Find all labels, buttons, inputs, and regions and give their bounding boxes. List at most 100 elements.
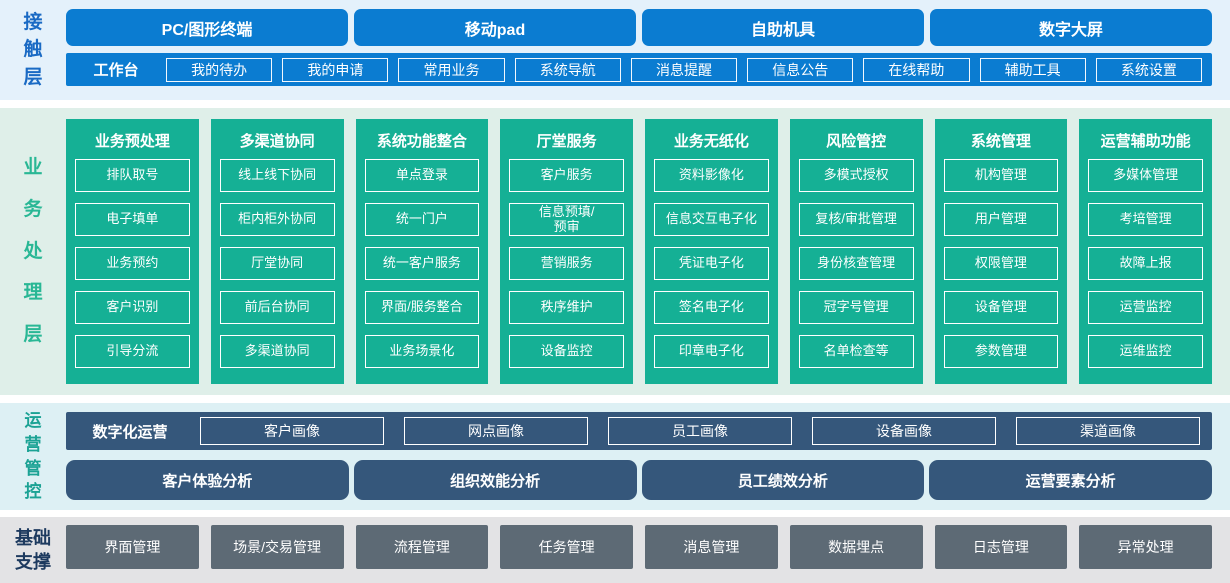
workbench-item: 系统导航	[514, 57, 621, 82]
module-block: 多渠道协同	[219, 335, 335, 368]
layer-label-operations-wrap: 运营管控	[0, 403, 66, 510]
analysis-row: 客户体验分析 组织效能分析 员工绩效分析 运营要素分析	[66, 460, 1212, 500]
column-title: 风险管控	[826, 133, 887, 150]
digital-ops-items: 客户画像 网点画像 员工画像 设备画像 渠道画像	[200, 417, 1200, 445]
workbench-items: 我的待办 我的申请 常用业务 系统导航 消息提醒 信息公告 在线帮助 辅助工具	[166, 57, 1202, 82]
device-block: 移动pad	[354, 9, 636, 46]
layer-operations: 运营管控 数字化运营 客户画像 网点画像 员工画像 设备画像 渠道画像	[0, 403, 1230, 510]
workbench-item: 常用业务	[398, 57, 505, 82]
business-column-ops-aux: 运营辅助功能 多媒体管理考培管理故障上报运营监控运维监控	[1079, 119, 1212, 384]
module-block: 运营监控	[1088, 291, 1203, 324]
module-block: 业务场景化	[364, 335, 480, 368]
column-title: 系统管理	[970, 133, 1031, 150]
module-block: 名单检查等	[798, 335, 914, 368]
column-items: 线上线下协同柜内柜外协同厅堂协同前后台协同多渠道协同	[219, 159, 335, 368]
foundation-block: 数据埋点	[789, 525, 923, 569]
module-block: 印章电子化	[654, 335, 769, 368]
business-column-multichannel: 多渠道协同 线上线下协同柜内柜外协同厅堂协同前后台协同多渠道协同	[210, 119, 344, 384]
workbench-item: 我的待办	[166, 57, 273, 82]
profile-block: 网点画像	[404, 417, 588, 445]
device-block: 自助机具	[642, 9, 924, 46]
layer-label-contact-wrap: 接触层	[0, 0, 66, 100]
column-items: 机构管理用户管理权限管理设备管理参数管理	[943, 159, 1059, 368]
business-column-lobby-service: 厅堂服务 客户服务信息预填/ 预审营销服务秩序维护设备监控	[500, 119, 633, 384]
module-block: 多媒体管理	[1088, 159, 1203, 192]
module-block: 参数管理	[943, 335, 1059, 368]
column-items: 单点登录统一门户统一客户服务界面/服务整合业务场景化	[364, 159, 480, 368]
module-block: 电子填单	[75, 203, 190, 236]
module-block: 排队取号	[75, 159, 190, 192]
module-block: 引导分流	[75, 335, 190, 368]
module-block: 客户服务	[509, 159, 624, 192]
module-block: 设备管理	[943, 291, 1059, 324]
workbench-item: 在线帮助	[863, 57, 970, 82]
profile-block: 客户画像	[200, 417, 384, 445]
workbench-label: 工作台	[93, 62, 139, 79]
profile-block: 员工画像	[608, 417, 792, 445]
business-column-pretreatment: 业务预处理 排队取号电子填单业务预约客户识别引导分流	[66, 119, 199, 384]
module-block: 凭证电子化	[654, 247, 769, 280]
module-block: 统一门户	[364, 203, 480, 236]
analysis-block: 运营要素分析	[929, 460, 1212, 500]
module-block: 客户识别	[75, 291, 190, 324]
device-block: PC/图形终端	[66, 9, 348, 46]
module-block: 业务预约	[75, 247, 190, 280]
module-block: 用户管理	[943, 203, 1059, 236]
column-items: 客户服务信息预填/ 预审营销服务秩序维护设备监控	[509, 159, 624, 368]
foundation-block: 消息管理	[645, 525, 778, 569]
analysis-block: 组织效能分析	[353, 460, 637, 500]
module-block: 故障上报	[1088, 247, 1203, 280]
module-block: 线上线下协同	[219, 159, 335, 192]
business-column-integration: 系统功能整合 单点登录统一门户统一客户服务界面/服务整合业务场景化	[355, 119, 489, 384]
module-block: 机构管理	[943, 159, 1059, 192]
profile-block: 渠道画像	[1016, 417, 1200, 445]
workbench-bar: 工作台 我的待办 我的申请 常用业务 系统导航 消息提醒 信息公告	[66, 53, 1212, 86]
module-block: 秩序维护	[509, 291, 624, 324]
layer-label-business-wrap: 业务处理层	[0, 108, 66, 395]
column-items: 多媒体管理考培管理故障上报运营监控运维监控	[1088, 159, 1203, 368]
workbench-item: 辅助工具	[979, 57, 1086, 82]
module-block: 界面/服务整合	[364, 291, 480, 324]
foundation-content: 界面管理 场景/交易管理 流程管理 任务管理 消息管理 数据埋点 日志管理 异常…	[66, 517, 1230, 583]
business-column-risk-control: 风险管控 多模式授权复核/审批管理身份核查管理冠字号管理名单检查等	[789, 119, 923, 384]
module-block: 冠字号管理	[798, 291, 914, 324]
digital-ops-bar: 数字化运营 客户画像 网点画像 员工画像 设备画像 渠道画像	[66, 412, 1212, 450]
device-row: PC/图形终端 移动pad 自助机具 数字大屏	[66, 9, 1212, 46]
column-title: 运营辅助功能	[1100, 133, 1191, 150]
analysis-block: 客户体验分析	[66, 460, 349, 500]
profile-block: 设备画像	[812, 417, 996, 445]
column-items: 资料影像化信息交互电子化凭证电子化签名电子化印章电子化	[654, 159, 769, 368]
workbench-item: 消息提醒	[630, 57, 738, 82]
column-title: 业务无纸化	[673, 133, 749, 150]
business-columns: 业务预处理 排队取号电子填单业务预约客户识别引导分流 多渠道协同 线上线下协同柜…	[66, 119, 1212, 384]
device-block: 数字大屏	[930, 9, 1212, 46]
column-title: 系统功能整合	[376, 133, 467, 150]
foundation-block: 异常处理	[1079, 525, 1212, 569]
foundation-block: 场景/交易管理	[210, 525, 344, 569]
module-block: 厅堂协同	[219, 247, 335, 280]
module-block: 柜内柜外协同	[219, 203, 335, 236]
foundation-block: 任务管理	[500, 525, 633, 569]
layer-label-foundation-wrap: 基础 支撑	[0, 517, 66, 583]
module-block: 权限管理	[943, 247, 1059, 280]
column-title: 多渠道协同	[239, 133, 315, 150]
module-block: 信息交互电子化	[654, 203, 769, 236]
module-block: 考培管理	[1088, 203, 1203, 236]
digital-ops-label: 数字化运营	[92, 423, 168, 441]
layer-label-contact: 接触层	[23, 11, 43, 88]
module-block: 营销服务	[509, 247, 624, 280]
module-block: 前后台协同	[219, 291, 335, 324]
module-block: 身份核查管理	[798, 247, 914, 280]
module-block: 复核/审批管理	[798, 203, 914, 236]
business-content: 业务预处理 排队取号电子填单业务预约客户识别引导分流 多渠道协同 线上线下协同柜…	[66, 108, 1230, 395]
business-column-system-mgmt: 系统管理 机构管理用户管理权限管理设备管理参数管理	[934, 119, 1068, 384]
business-column-paperless: 业务无纸化 资料影像化信息交互电子化凭证电子化签名电子化印章电子化	[645, 119, 778, 384]
workbench-item: 信息公告	[747, 57, 854, 82]
layer-foundation: 基础 支撑 界面管理 场景/交易管理 流程管理 任务管理 消息管理 数据埋点 日…	[0, 517, 1230, 583]
column-title: 厅堂服务	[536, 133, 597, 150]
module-block: 统一客户服务	[364, 247, 480, 280]
layer-contact: 接触层 PC/图形终端 移动pad 自助机具 数字大屏 工作台 我的待	[0, 0, 1230, 100]
foundation-block: 流程管理	[355, 525, 489, 569]
workbench-item: 我的申请	[282, 57, 389, 82]
